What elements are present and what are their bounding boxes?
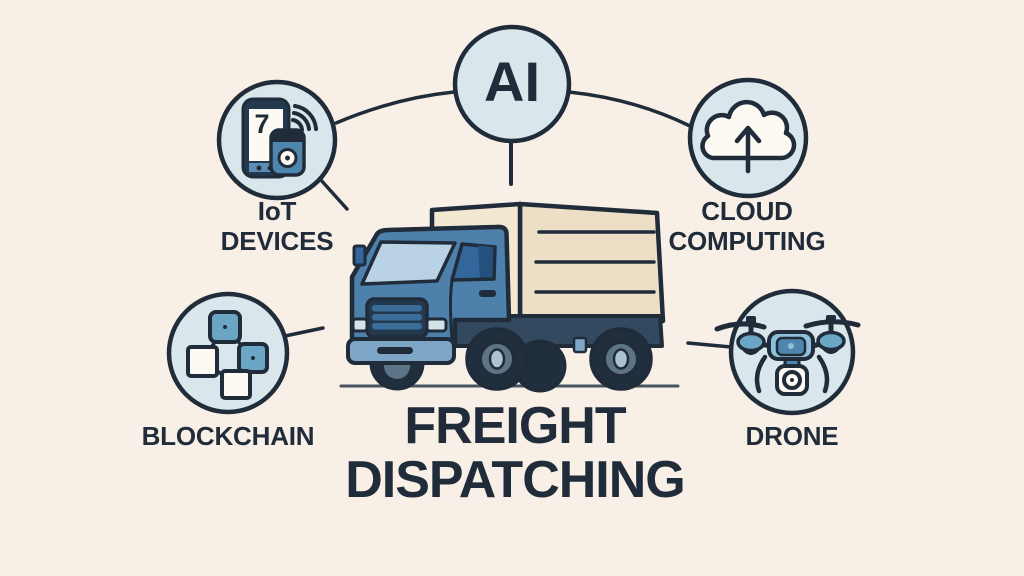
headlight-left — [351, 317, 369, 333]
cloud-upload-icon — [700, 99, 797, 174]
phone-bottom-band — [249, 163, 283, 172]
door-handle — [479, 290, 496, 297]
phone-screen-text: 7 — [254, 109, 269, 139]
linked-blocks-icon — [186, 310, 269, 400]
connector-lines — [283, 90, 733, 349]
wifi-signal-icon — [291, 104, 318, 132]
cloud-node — [687, 77, 809, 199]
windshield — [360, 240, 457, 286]
truck-cab — [346, 224, 512, 365]
connector-drone-truck — [686, 341, 733, 349]
door-seam — [449, 279, 454, 342]
connector-blockchain-truck — [283, 326, 325, 338]
drone-label: DRONE — [745, 421, 839, 451]
truck-illustration — [339, 201, 680, 393]
fuel-tank — [572, 336, 588, 354]
drone-node — [714, 288, 861, 416]
block-left — [186, 345, 219, 378]
drone-leg-right — [816, 354, 830, 394]
iot-node: 7 — [216, 79, 338, 201]
connector-iot-ai — [334, 90, 456, 125]
bumper-slot — [377, 347, 413, 354]
drone-motor-left — [736, 331, 766, 353]
iot-devices-label: IoT DEVICES — [220, 196, 334, 256]
drone-leg-left — [754, 354, 768, 394]
drone-motor-right — [816, 330, 846, 352]
diagram-title: FREIGHT DISPATCHING — [345, 397, 686, 509]
blockchain-label: BLOCKCHAIN — [141, 421, 315, 451]
ai-node — [452, 24, 572, 144]
upload-arrow-head — [734, 125, 762, 144]
side-mirror — [352, 244, 367, 267]
ai-node-label: AI — [484, 50, 540, 113]
connector-iot-truck — [318, 177, 349, 211]
drone-rotor-left — [714, 321, 767, 332]
blockchain-node — [166, 291, 290, 415]
quadcopter-icon — [714, 315, 861, 396]
speaker-device-icon — [269, 128, 306, 177]
block-bottom — [220, 369, 252, 400]
connector-ai-cloud — [567, 90, 692, 128]
cloud-computing-label: CLOUD COMPUTING — [668, 196, 826, 256]
drone-camera-lens — [782, 370, 802, 390]
ai-node-circle — [452, 24, 572, 144]
front-wheel — [465, 327, 529, 391]
blockchain-node-circle — [166, 291, 290, 415]
headlight-right — [425, 317, 448, 333]
rear-wheel — [589, 327, 653, 391]
